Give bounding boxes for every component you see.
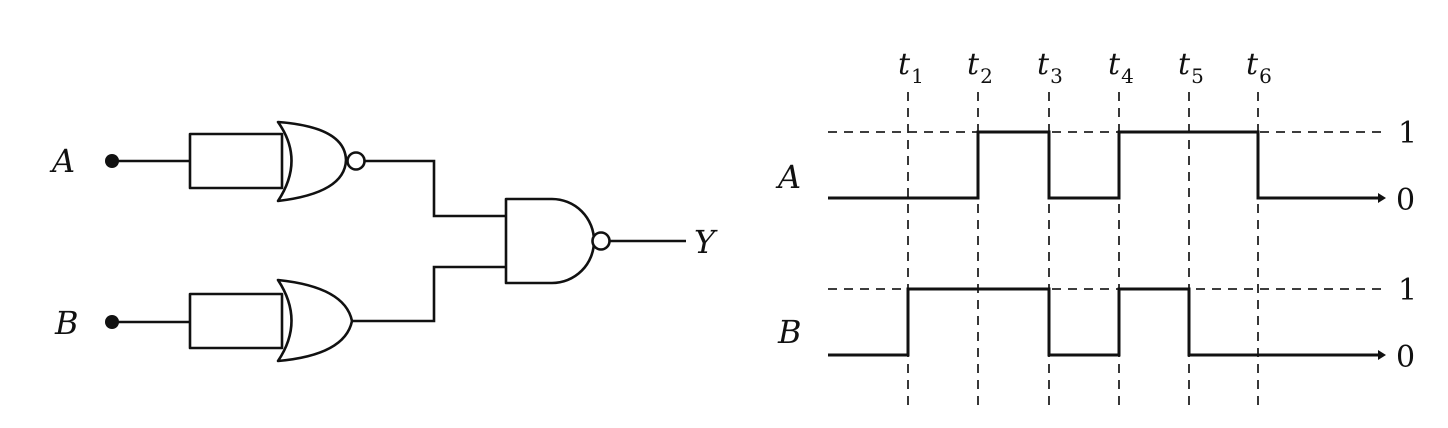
output-y-label: Y xyxy=(694,223,718,261)
nand-inversion-bubble xyxy=(591,231,611,251)
signal-b-label: B xyxy=(777,313,802,351)
time-mark-t2: t2 xyxy=(967,47,993,88)
time-mark-t6: t6 xyxy=(1246,47,1272,88)
waveform-b xyxy=(828,287,1380,357)
gate2-box xyxy=(188,292,284,350)
gate1-box xyxy=(188,132,284,190)
time-mark-t5: t5 xyxy=(1178,47,1204,88)
a-level-low-label: 0 xyxy=(1396,183,1415,218)
time-mark-t3: t3 xyxy=(1037,47,1063,88)
a-level-high-label: 1 xyxy=(1398,116,1417,151)
b-axis-arrow-icon xyxy=(1378,350,1386,360)
time-mark-t1: t1 xyxy=(898,47,924,88)
a-axis-arrow-icon xyxy=(1378,193,1386,203)
gate2-to-nand-wire xyxy=(352,265,506,323)
input-a-label: A xyxy=(49,142,75,180)
b-level-low-label: 0 xyxy=(1396,340,1415,375)
waveform-a xyxy=(828,130,1380,200)
time-dividers xyxy=(907,92,1259,412)
signal-a-label: A xyxy=(775,158,801,196)
time-mark-t4: t4 xyxy=(1108,47,1134,88)
input-b-label: B xyxy=(54,304,79,342)
timing-diagram: t1 t2 t3 t4 t5 t6 A B 1 0 1 0 xyxy=(775,47,1417,412)
gate1-or-body xyxy=(276,120,348,203)
nand-gate-body xyxy=(504,197,596,285)
logic-circuit: A B Y xyxy=(49,120,718,363)
gate1-inversion-bubble xyxy=(346,151,366,171)
gate2-or-body xyxy=(276,278,354,363)
time-mark-labels: t1 t2 t3 t4 t5 t6 xyxy=(898,47,1272,88)
b-level-high-label: 1 xyxy=(1398,273,1417,308)
gate1-to-nand-wire xyxy=(364,159,506,218)
